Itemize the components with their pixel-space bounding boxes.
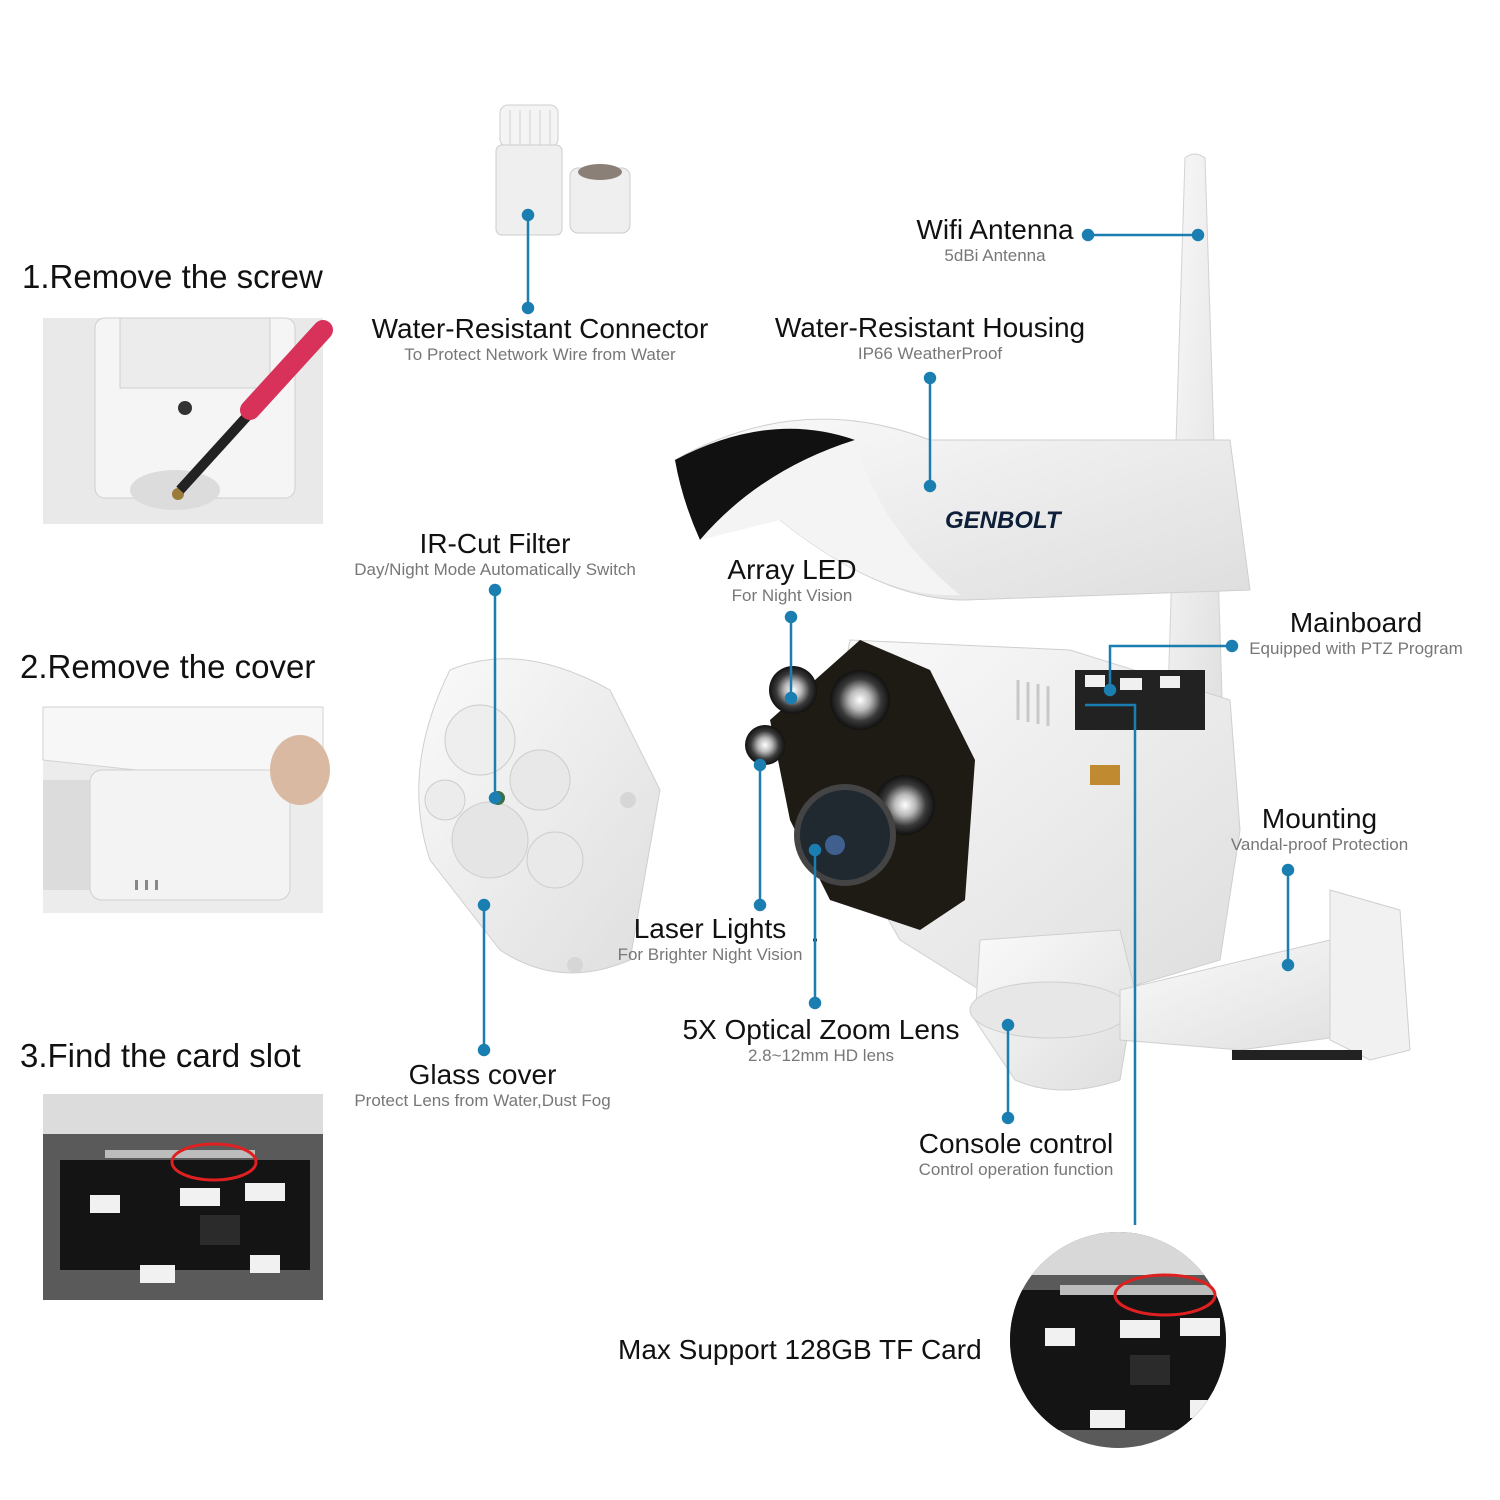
callout-housing-sub: IP66 WeatherProof (857, 344, 1003, 363)
glass-cover-illustration (418, 658, 661, 974)
callout-mainboard: Mainboard Equipped with PTZ Program (1240, 607, 1472, 659)
step2-title: 2.Remove the cover (20, 648, 316, 685)
camera-body-illustration (745, 639, 1241, 991)
callout-glass-sub: Protect Lens from Water,Dust Fog (354, 1091, 611, 1110)
mounting-bracket-illustration (1119, 889, 1411, 1061)
step3-title: 3.Find the card slot (20, 1037, 301, 1074)
callout-glass-title: Glass cover (408, 1059, 557, 1090)
callout-mounting-sub: Vandal-proof Protection (1230, 835, 1409, 854)
console-base-illustration (969, 929, 1136, 1091)
callout-console: Console control Control operation functi… (905, 1128, 1127, 1180)
callout-connector-title: Water-Resistant Connector (371, 313, 709, 344)
callout-ircut-sub: Day/Night Mode Automatically Switch (354, 560, 636, 579)
callout-glass: Glass cover Protect Lens from Water,Dust… (340, 1059, 625, 1111)
brand-logo: GENBOLT (945, 507, 1063, 534)
callout-ircut: IR-Cut Filter Day/Night Mode Automatical… (340, 528, 650, 580)
step1-photo (43, 317, 333, 524)
callout-mainboard-title: Mainboard (1289, 607, 1423, 638)
callout-laser-title: Laser Lights (633, 913, 787, 944)
callout-zoom: 5X Optical Zoom Lens 2.8~12mm HD lens (665, 1014, 977, 1066)
step2-photo (42, 706, 330, 913)
callout-console-title: Console control (918, 1128, 1114, 1159)
callout-arrayled-sub: For Night Vision (731, 586, 853, 605)
callout-laser: Laser Lights For Brighter Night Vision (605, 913, 815, 965)
step3-photo (43, 1094, 323, 1300)
callout-laser-sub: For Brighter Night Vision (617, 945, 803, 964)
callout-zoom-title: 5X Optical Zoom Lens (682, 1014, 960, 1045)
callout-mounting: Mounting Vandal-proof Protection (1222, 803, 1417, 855)
callout-console-sub: Control operation function (918, 1160, 1114, 1179)
callout-mainboard-sub: Equipped with PTZ Program (1249, 639, 1463, 658)
callout-ircut-title: IR-Cut Filter (419, 528, 571, 559)
leader-lines (477, 208, 1295, 1225)
callout-arrayled: Array LED For Night Vision (700, 554, 884, 606)
callout-tfcard-title: Max Support 128GB TF Card (618, 1334, 982, 1365)
callout-tfcard: Max Support 128GB TF Card (618, 1334, 982, 1366)
housing-illustration (673, 418, 1251, 601)
callout-arrayled-title: Array LED (727, 554, 857, 585)
step1-title: 1.Remove the screw (22, 258, 323, 295)
callout-wifi-title: Wifi Antenna (916, 214, 1074, 245)
connector-illustration (495, 104, 631, 236)
callout-mounting-title: Mounting (1261, 803, 1378, 834)
callout-housing-title: Water-Resistant Housing (774, 312, 1086, 343)
callout-connector-sub: To Protect Network Wire from Water (404, 345, 676, 364)
callout-zoom-sub: 2.8~12mm HD lens (748, 1046, 894, 1065)
callout-wifi: Wifi Antenna 5dBi Antenna (880, 214, 1110, 266)
callout-connector: Water-Resistant Connector To Protect Net… (350, 313, 730, 365)
callout-housing: Water-Resistant Housing IP66 WeatherProo… (760, 312, 1100, 364)
callout-wifi-sub: 5dBi Antenna (944, 246, 1046, 265)
tf-card-closeup (1010, 1232, 1226, 1448)
